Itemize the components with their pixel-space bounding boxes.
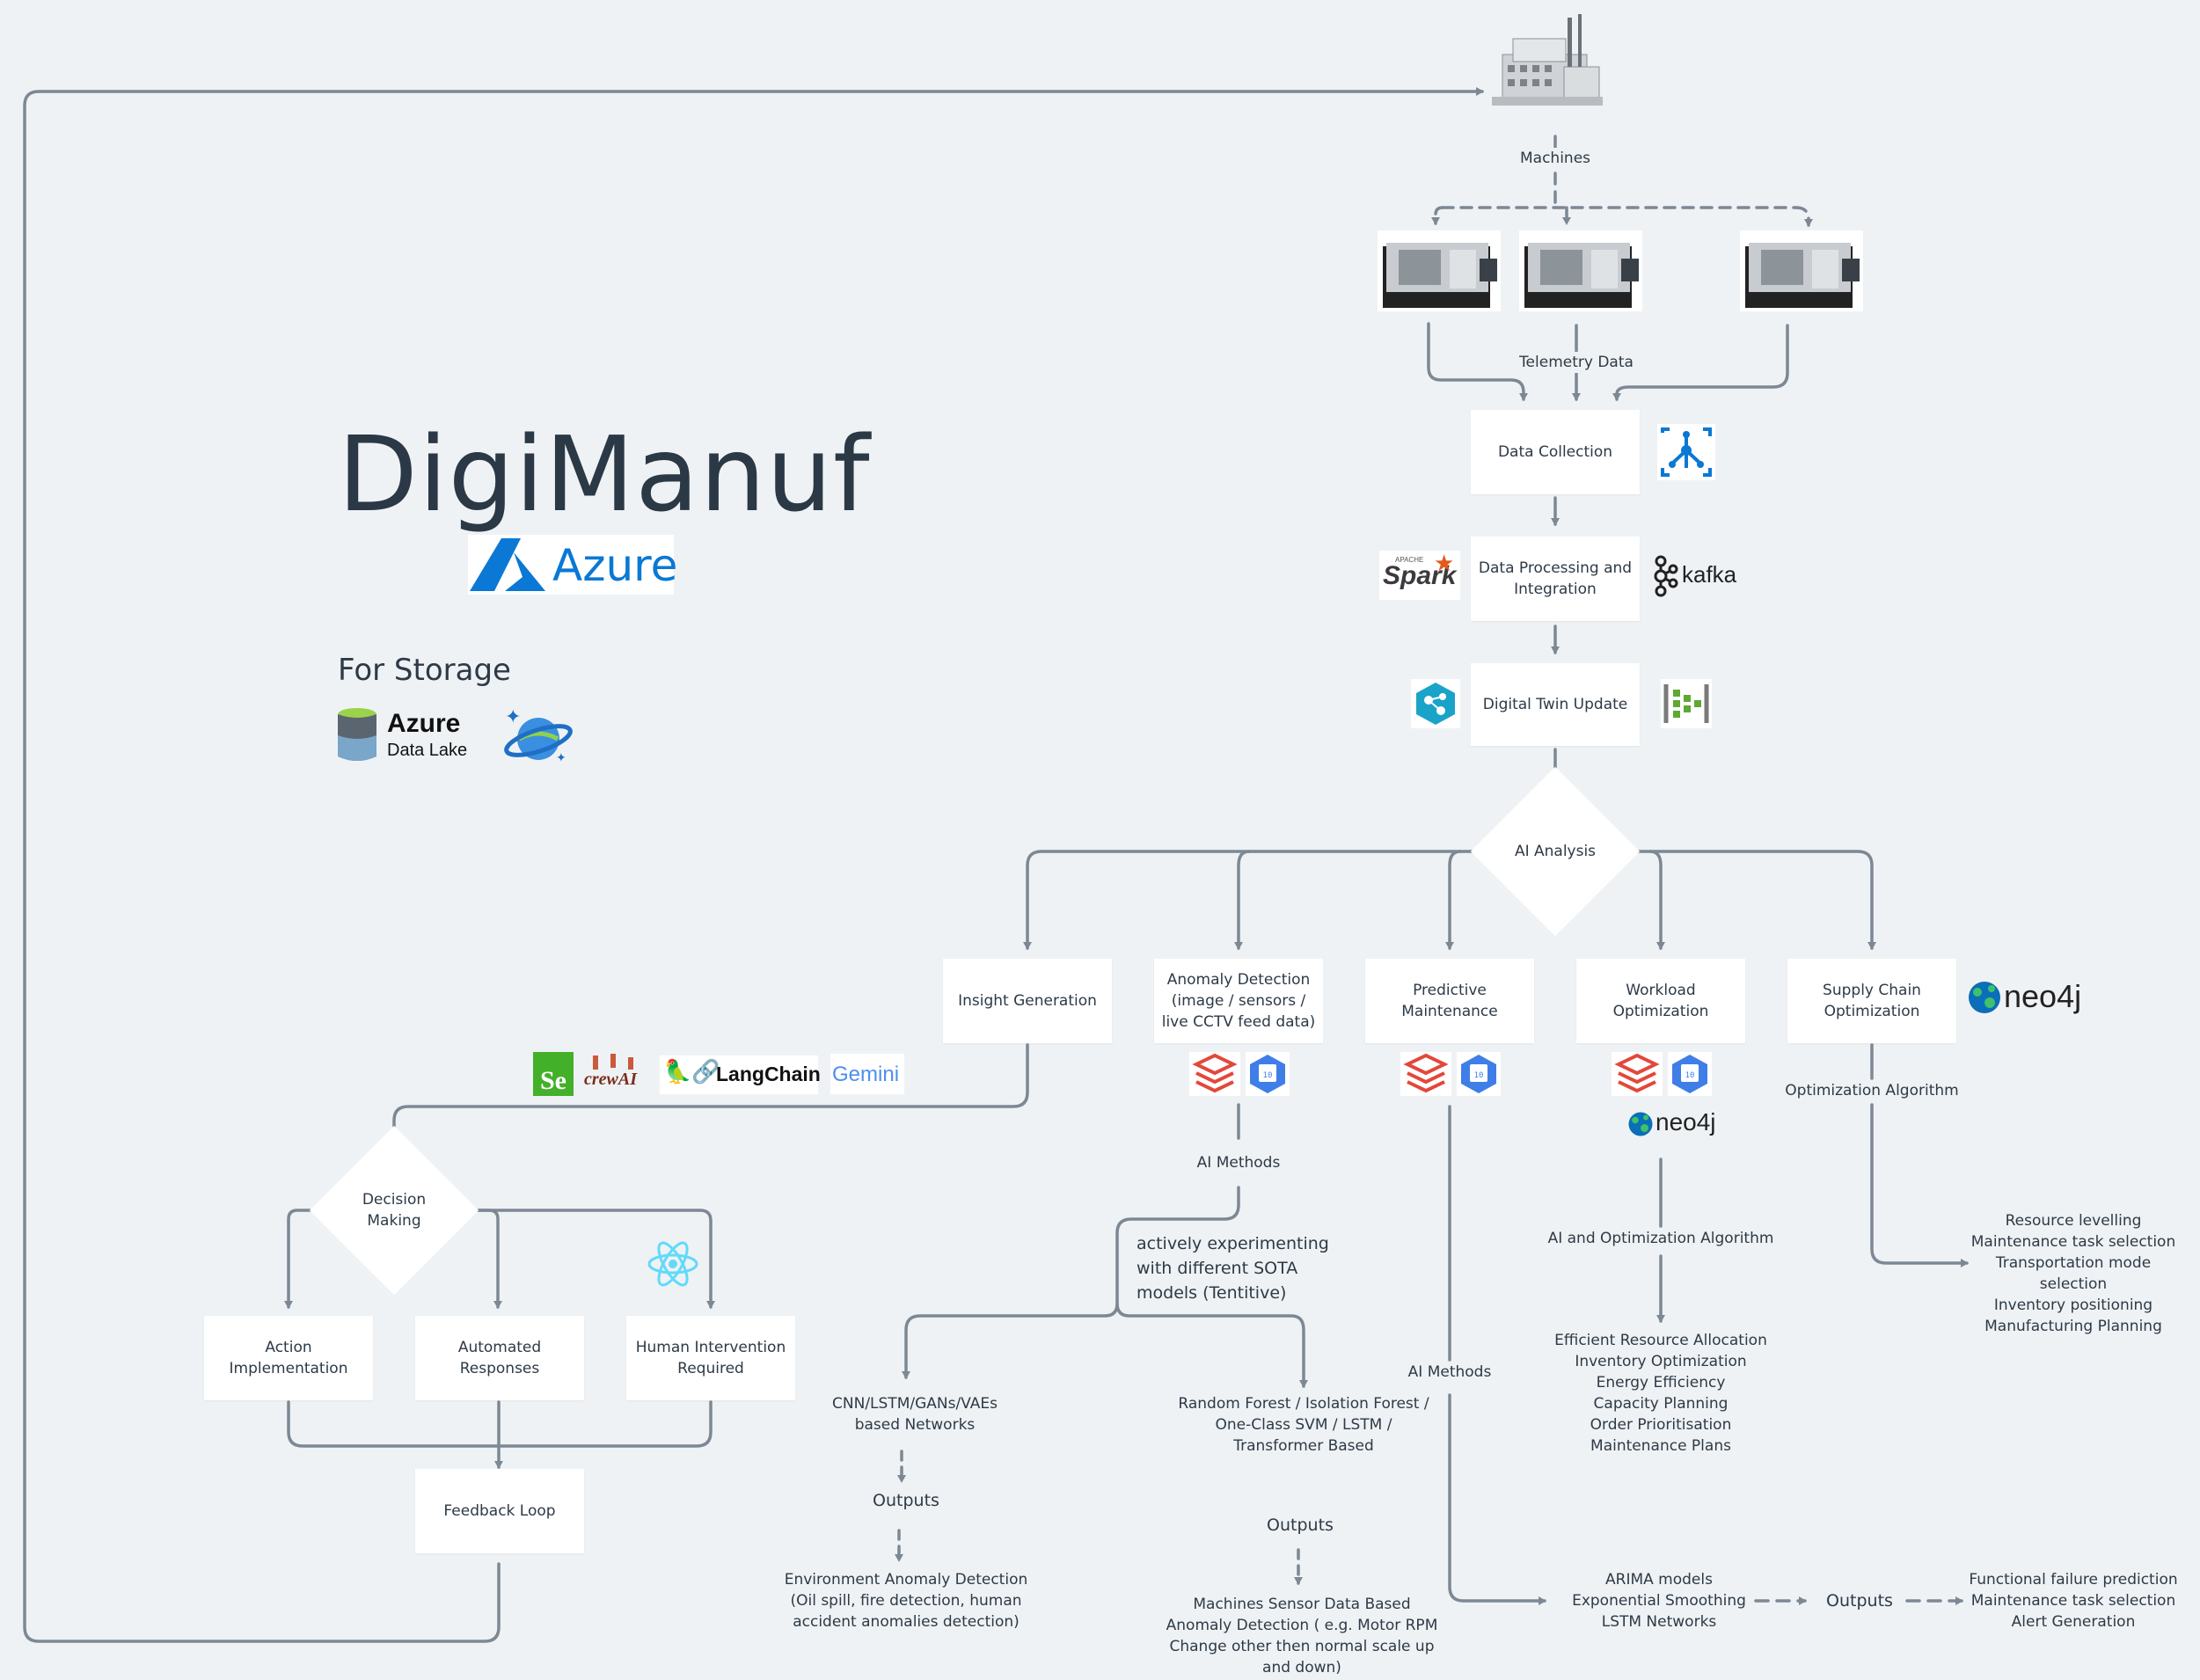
data-collection-node[interactable]: Data Collection <box>1471 410 1640 494</box>
ai-analysis-label: AI Analysis <box>1514 843 1597 860</box>
svg-text:✦: ✦ <box>556 751 566 765</box>
selenium-logo: Se <box>533 1052 574 1096</box>
react-icon <box>647 1241 698 1287</box>
databricks-icon <box>1400 1052 1451 1096</box>
predictive-outputs: Functional failure prediction Maintenanc… <box>1969 1571 2178 1631</box>
outputs-label: Outputs <box>873 1491 939 1510</box>
databricks-icon <box>1189 1052 1240 1096</box>
supply-chain-outputs: Resource levelling Maintenance task sele… <box>1970 1212 2176 1335</box>
ai-methods-label: AI Methods <box>1177 1152 1300 1173</box>
svg-text:✦: ✦ <box>505 706 521 728</box>
azure-logo: Azure <box>468 535 677 595</box>
neo4j-icon <box>1969 982 2000 1013</box>
human-intervention-node[interactable]: Human Intervention Required <box>626 1316 795 1400</box>
bigquery-icon: 10 <box>1246 1052 1290 1096</box>
crewai-icon <box>593 1054 633 1070</box>
cnc-machine-icon <box>1519 230 1642 311</box>
langchain-logo: 🦜🔗 LangChain <box>660 1055 821 1094</box>
workload-optimization-node[interactable]: Workload Optimization <box>1576 959 1745 1043</box>
event-grid-icon <box>1657 424 1715 480</box>
parrot-link-icon: 🦜🔗 <box>663 1059 720 1085</box>
ai-optimization-label: AI and Optimization Algorithm <box>1539 1228 1782 1249</box>
data-processing-node[interactable]: Data Processing and Integration <box>1471 537 1640 621</box>
action-implementation-node[interactable]: Action Implementation <box>204 1316 373 1400</box>
telemetry-label: Telemetry Data <box>1515 352 1638 373</box>
supply-chain-node[interactable]: Supply Chain Optimization <box>1787 959 1956 1043</box>
cnc-machine-icon <box>1740 230 1863 311</box>
feedback-loop-node[interactable]: Feedback Loop <box>415 1469 584 1553</box>
databricks-icon <box>1612 1052 1663 1096</box>
stream-analytics-icon <box>1661 679 1712 728</box>
svg-text:10: 10 <box>1474 1071 1484 1080</box>
datalake-icon <box>338 708 376 761</box>
kafka-logo: kafka <box>1652 552 1747 602</box>
azure-icon <box>470 538 545 591</box>
bigquery-icon: 10 <box>1668 1052 1712 1096</box>
svg-text:10: 10 <box>1263 1071 1273 1080</box>
svg-text:10: 10 <box>1685 1071 1695 1080</box>
optimization-algorithm-label: Optimization Algorithm <box>1775 1080 1969 1101</box>
environment-anomaly-output: Environment Anomaly Detection (Oil spill… <box>784 1571 1028 1631</box>
workload-outputs: Efficient Resource Allocation Inventory … <box>1554 1332 1767 1455</box>
automated-responses-node[interactable]: Automated Responses <box>415 1316 584 1400</box>
neo4j-icon <box>1628 1112 1653 1136</box>
bigquery-icon: 10 <box>1457 1052 1501 1096</box>
page-title: DigiManuf <box>338 413 871 535</box>
digital-twin-node[interactable]: Digital Twin Update <box>1471 663 1640 746</box>
storage-heading: For Storage <box>338 653 511 688</box>
cosmos-db-icon: ✦ ✦ <box>504 706 573 765</box>
neo4j-logo: neo4j <box>1626 1107 1722 1140</box>
anomaly-detection-node[interactable]: Anomaly Detection (image / sensors / liv… <box>1154 959 1323 1043</box>
outputs-label: Outputs <box>1267 1516 1334 1535</box>
predictive-maintenance-node[interactable]: Predictive Maintenance <box>1365 959 1534 1043</box>
insight-generation-node[interactable]: Insight Generation <box>943 959 1112 1043</box>
decision-making-label: Decision Making <box>362 1191 427 1230</box>
spark-logo: APACHE Spark ★ <box>1379 551 1460 600</box>
azure-datalake-logo: Azure Data Lake <box>336 707 482 765</box>
machine-anomaly-output: Machines Sensor Data Based Anomaly Detec… <box>1166 1596 1438 1676</box>
crewai-logo: crewAI <box>584 1054 646 1096</box>
outputs-label: Outputs <box>1826 1591 1893 1611</box>
experimenting-note: actively experimenting with different SO… <box>1137 1234 1329 1303</box>
gemini-logo: Gemini <box>830 1054 904 1094</box>
ai-methods-label: AI Methods <box>1388 1362 1511 1383</box>
cnn-methods-label: CNN/LSTM/GANs/VAEs based Networks <box>832 1395 998 1434</box>
neo4j-logo: neo4j <box>1965 975 2088 1020</box>
factory-icon <box>1492 14 1603 106</box>
machines-label: Machines <box>1495 148 1615 169</box>
feedback-to-factory-wire <box>23 87 1484 1643</box>
digital-twins-icon <box>1411 679 1460 728</box>
predictive-methods-output: ARIMA models Exponential Smoothing LSTM … <box>1572 1571 1746 1631</box>
cnc-machine-icon <box>1378 230 1501 311</box>
kafka-icon <box>1654 555 1678 597</box>
rf-methods-label: Random Forest / Isolation Forest / One-C… <box>1178 1395 1429 1455</box>
